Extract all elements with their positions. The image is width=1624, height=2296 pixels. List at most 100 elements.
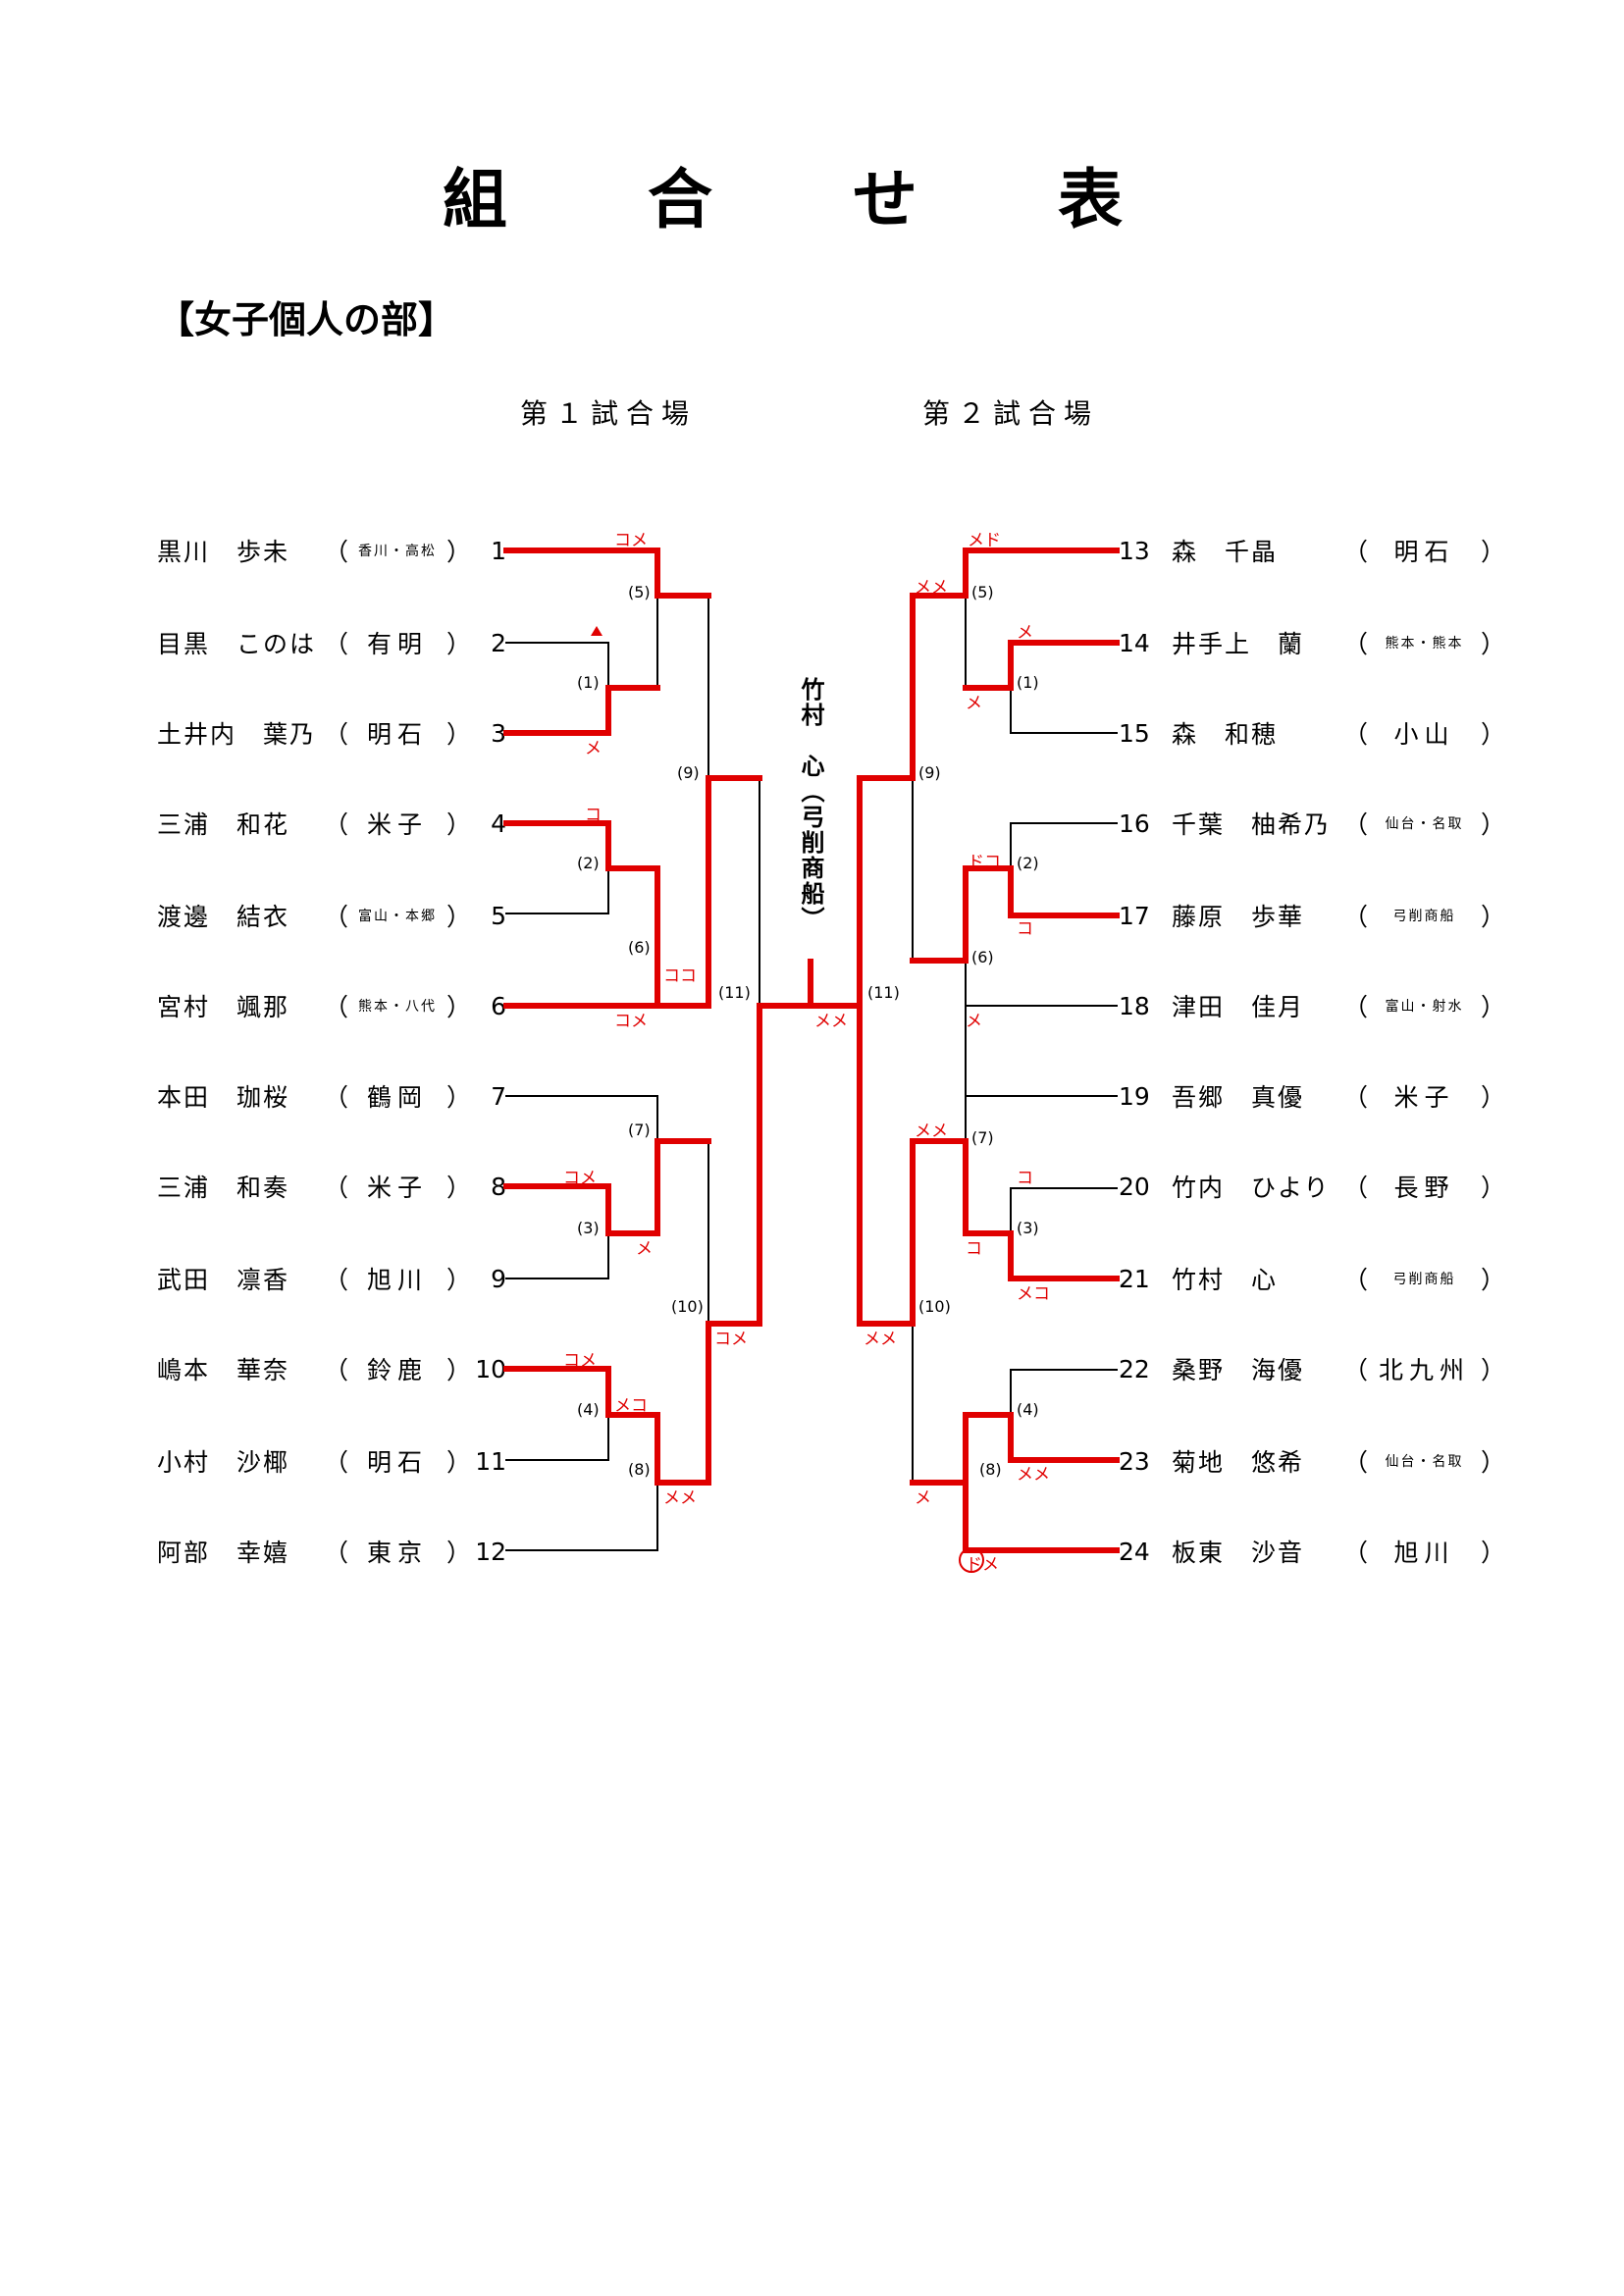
match-label: (3) <box>577 1219 600 1237</box>
score-mark: コメ <box>563 1351 597 1371</box>
score-mark: メ <box>1017 623 1033 643</box>
player-name: 森 和穂 <box>1172 720 1279 749</box>
win-path <box>963 1480 1120 1553</box>
win-path <box>503 685 660 736</box>
player-school: 米子 <box>367 1174 429 1202</box>
player-school: 香川・高松 <box>358 544 438 559</box>
win-path <box>963 640 1120 691</box>
player-name: 武田 凛香 <box>157 1266 290 1294</box>
player-name: 嶋本 華奈 <box>157 1356 290 1384</box>
paren-close: ） <box>1481 1356 1506 1384</box>
bracket-line <box>505 642 609 689</box>
entry-number: 6 <box>491 991 507 1020</box>
entry-number: 20 <box>1119 1172 1150 1201</box>
match-label: (9) <box>918 763 941 782</box>
entry-number: 23 <box>1119 1446 1150 1476</box>
entry-number: 4 <box>491 809 507 838</box>
paren-close: ） <box>1481 630 1506 658</box>
player-school: 旭川 <box>1393 1539 1455 1567</box>
paren-open: （ <box>324 1448 349 1477</box>
paren-open: （ <box>1343 1266 1369 1294</box>
score-mark: メメ <box>915 1122 948 1141</box>
entry-number: 24 <box>1119 1537 1150 1566</box>
bracket-line <box>1010 1369 1118 1416</box>
player-school: 弓削商船 <box>1392 1272 1456 1287</box>
player-school: 有明 <box>367 630 429 658</box>
player-school: 北九州 <box>1379 1356 1471 1384</box>
entry-number: 11 <box>475 1446 507 1476</box>
entry-number: 12 <box>475 1537 507 1566</box>
player-name: 千葉 柚希乃 <box>1172 810 1332 839</box>
win-path <box>910 865 1120 964</box>
player-school: 長野 <box>1393 1174 1455 1202</box>
paren-open: （ <box>324 993 349 1021</box>
player-school: 旭川 <box>367 1266 429 1294</box>
paren-open: （ <box>324 1356 349 1384</box>
entry-number: 8 <box>491 1172 507 1201</box>
player-school: 富山・射水 <box>1385 999 1464 1015</box>
court-2-label: 第２試合場 <box>922 397 1100 430</box>
match-label: (7) <box>971 1128 994 1147</box>
bracket-line <box>505 1414 609 1461</box>
paren-close: ） <box>446 538 472 566</box>
paren-close: ） <box>446 1356 472 1384</box>
paren-close: ） <box>1481 720 1506 749</box>
match-label: (10) <box>671 1297 704 1316</box>
match-label: (6) <box>971 948 994 966</box>
page-title: 組 合 せ 表 <box>443 162 1181 237</box>
match-label: (5) <box>971 583 994 601</box>
player-school: 富山・本郷 <box>358 909 438 924</box>
match-label: (5) <box>628 583 651 601</box>
paren-close: ） <box>1481 1083 1506 1112</box>
score-mark: メ <box>966 694 982 713</box>
score-mark: メメ <box>663 1488 697 1508</box>
player-name: 津田 佳月 <box>1172 993 1305 1021</box>
entry-number: 16 <box>1119 809 1150 838</box>
win-path <box>503 1138 711 1236</box>
entry-row-left: 阿部 幸嬉（東京）12 <box>157 1532 506 1571</box>
score-mark: コメ <box>563 1169 597 1188</box>
score-mark: メ <box>966 1012 982 1031</box>
player-school: 小山 <box>1393 720 1455 749</box>
player-school: 弓削商船 <box>1392 909 1456 924</box>
score-mark: メメ <box>915 578 948 598</box>
player-school: 明石 <box>1393 538 1455 566</box>
paren-open: （ <box>1343 1539 1369 1567</box>
player-name: 板東 沙音 <box>1172 1539 1305 1567</box>
paren-open: （ <box>1343 903 1369 931</box>
entry-row-left: 渡邊 結衣（富山・本郷）5 <box>157 896 506 935</box>
entry-number: 13 <box>1119 536 1150 565</box>
player-school: 熊本・熊本 <box>1385 636 1464 652</box>
player-school: 明石 <box>367 1448 429 1477</box>
paren-open: （ <box>324 630 349 658</box>
entry-number: 7 <box>491 1081 507 1111</box>
win-path <box>910 1412 1120 1486</box>
paren-open: （ <box>1343 1356 1369 1384</box>
paren-open: （ <box>1343 538 1369 566</box>
entry-number: 22 <box>1119 1354 1150 1383</box>
player-school: 仙台・名取 <box>1385 816 1464 832</box>
entry-row-left: 三浦 和奏（米子）8 <box>157 1167 506 1206</box>
paren-close: ） <box>1481 810 1506 839</box>
paren-open: （ <box>1343 720 1369 749</box>
player-name: 森 千晶 <box>1172 538 1279 566</box>
score-mark: メ <box>915 1488 931 1508</box>
entry-number: 14 <box>1119 628 1150 657</box>
paren-close: ） <box>1481 993 1506 1021</box>
paren-open: （ <box>1343 993 1369 1021</box>
match-label: (7) <box>628 1121 651 1139</box>
match-label: (10) <box>918 1297 951 1316</box>
score-mark: メコ <box>1017 1284 1050 1304</box>
paren-open: （ <box>324 1266 349 1294</box>
bracket-line <box>965 1095 1118 1142</box>
match-label: (9) <box>677 763 700 782</box>
player-name: 阿部 幸嬉 <box>157 1539 290 1567</box>
bracket-line <box>505 1232 609 1279</box>
player-name: 目黒 このは <box>157 630 317 658</box>
